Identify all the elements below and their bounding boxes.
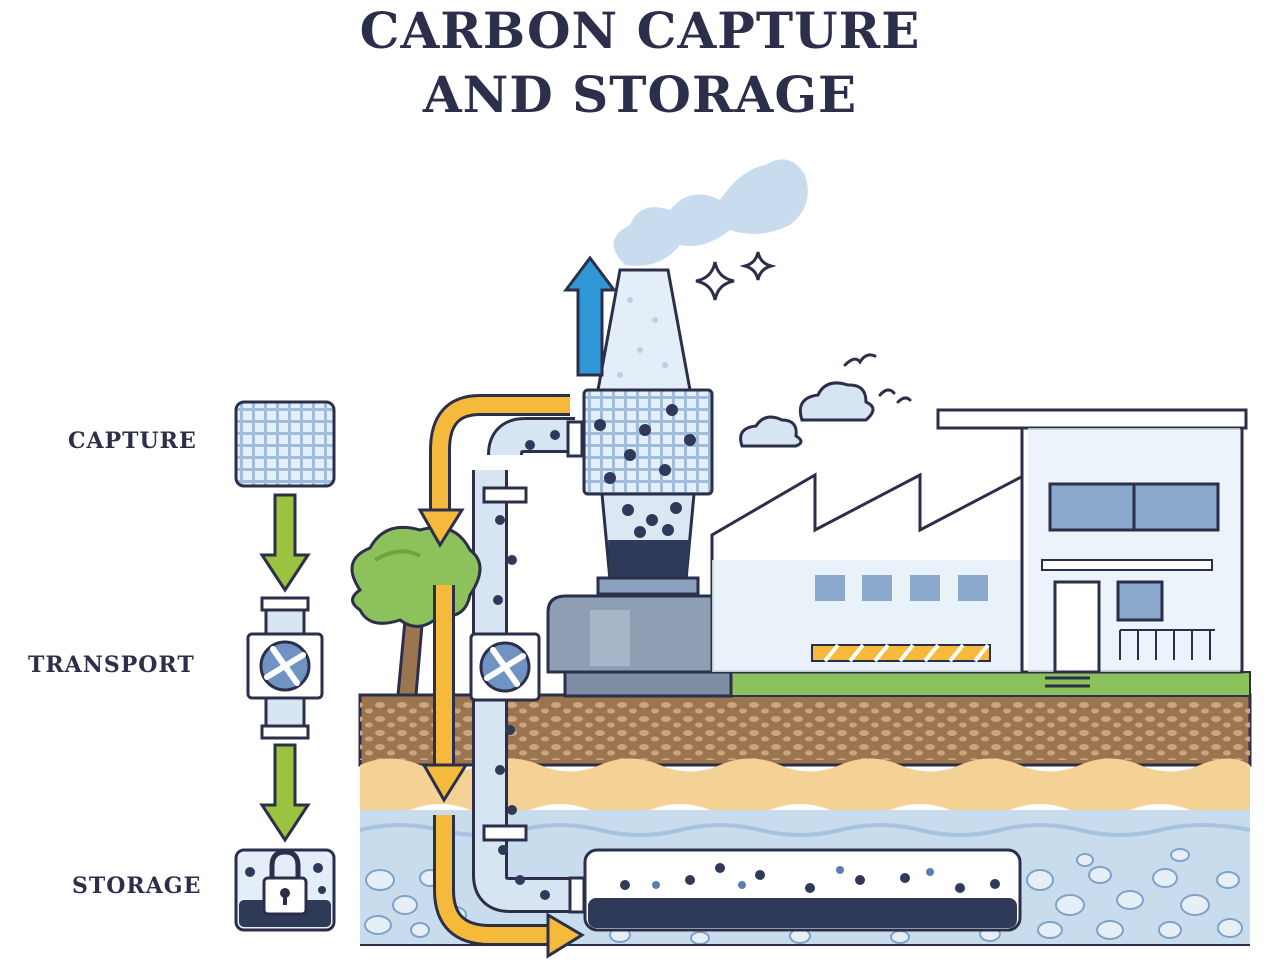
step-label-transport: TRANSPORT [28,652,195,678]
factory-building [710,472,1027,674]
tree-icon [350,525,482,697]
step-label-capture: CAPTURE [68,428,197,454]
storage-tank [583,848,1022,932]
legend-arrow-down-1 [259,493,311,593]
orange-flow-arrows [417,394,585,959]
cloud-icon [739,381,875,448]
legend-capture-filter-icon [234,400,336,488]
clean-air-arrow [563,255,617,377]
title-line-2: AND STORAGE [422,65,858,124]
transport-pipe [472,417,586,914]
office-building [936,408,1248,688]
sand-layer [360,758,1250,816]
sparkle-icon [695,251,777,301]
legend-transport-valve-icon [246,596,324,740]
grass-strip [729,671,1251,697]
legend-arrow-down-2 [259,743,311,843]
fan-valve-icon [469,632,541,702]
bird-icon [843,353,912,404]
padlock-icon [234,848,336,932]
step-label-storage: STORAGE [72,873,202,899]
title-line-1: CARBON CAPTURE [359,1,921,60]
chimney-capture-unit [546,268,748,698]
smoke-icon [613,159,808,266]
rock-pebbles [364,848,1243,945]
